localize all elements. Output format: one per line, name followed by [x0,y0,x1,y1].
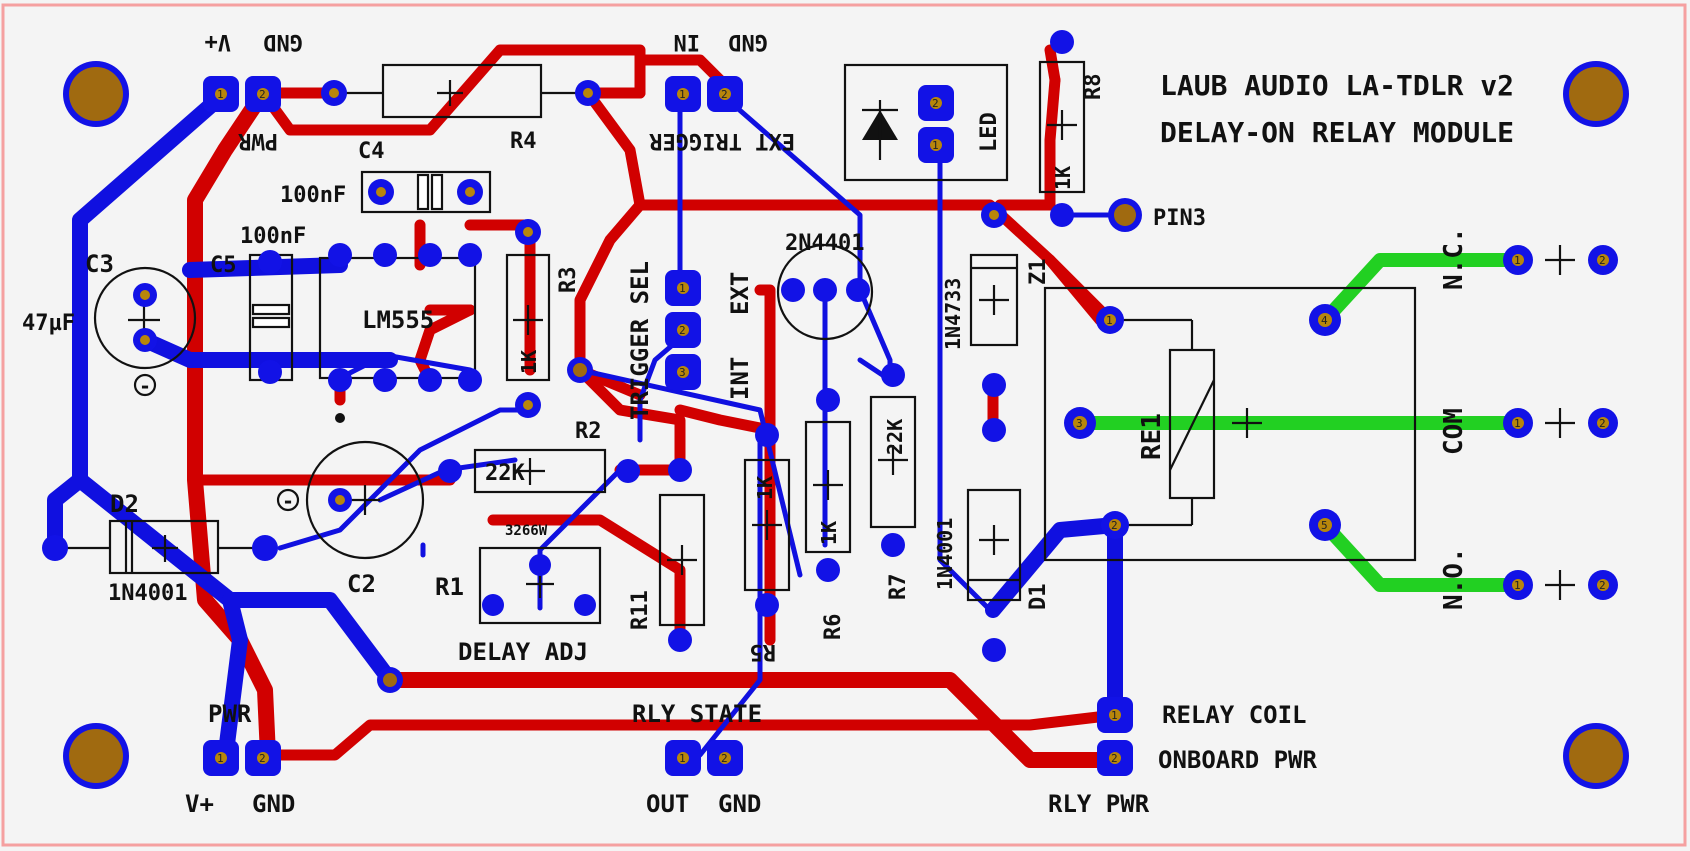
mounting-holes [63,61,1629,789]
label-delay-adj: DELAY ADJ [458,638,588,666]
label-d1-value: 1N4001 [933,518,957,590]
svg-text:4: 4 [1321,314,1328,327]
label-led: LED [977,112,1002,152]
label-c5-value: 100nF [240,224,306,249]
svg-text:2: 2 [259,88,266,101]
label-c2: C2 [347,570,376,598]
label-relay-coil: RELAY COIL [1162,701,1307,729]
label-r8-value: 1K [1051,166,1075,190]
label-d2-value: 1N4001 [108,581,187,606]
label-re1: RE1 [1137,413,1167,460]
svg-text:1: 1 [217,752,224,765]
label-gnd-out: GND [718,790,761,818]
label-c3-value: 47µF [22,311,75,336]
label-ext-trigger: EXT TRIGGER [649,128,795,153]
svg-text:1: 1 [1514,417,1521,430]
label-vplus-top: V+ [205,29,232,54]
label-vplus-bottom: V+ [185,790,214,818]
label-r4: R4 [510,129,537,154]
label-r2-value: 22K [485,461,525,486]
label-d1: D1 [1026,584,1051,611]
svg-text:1: 1 [1514,254,1521,267]
svg-text:2: 2 [1599,579,1606,592]
svg-text:1: 1 [217,88,224,101]
svg-text:1: 1 [1514,579,1521,592]
label-gnd-bottom: GND [252,790,295,818]
label-z1-value: 1N4733 [941,278,965,350]
label-r2: R2 [575,419,602,444]
label-pwr-top: PWR [238,128,278,153]
label-r5-value: 1K [753,476,777,500]
label-in: IN [674,29,701,54]
label-rly-state: RLY STATE [632,700,762,728]
label-out: OUT [646,790,689,818]
label-c4-value: 100nF [280,183,346,208]
title-line1: LAUB AUDIO LA-TDLR v2 [1160,69,1514,102]
svg-text:2: 2 [721,88,728,101]
label-nc: N.C. [1439,227,1469,290]
svg-text:3: 3 [1076,417,1083,430]
label-ic: LM555 [362,306,434,334]
label-onboard-pwr: ONBOARD PWR [1158,746,1317,774]
label-no: N.O. [1439,547,1469,610]
label-r6: R6 [821,614,846,641]
svg-text:2: 2 [1111,519,1118,532]
label-c3: C3 [85,250,114,278]
label-r3-value: 1K [517,350,541,374]
label-rly-pwr: RLY PWR [1048,790,1150,818]
label-r6-value: 1K [817,521,841,545]
label-pwr-bottom: PWR [208,700,252,728]
label-r5: R5 [750,639,777,664]
label-r8: R8 [1081,74,1106,101]
svg-text:2: 2 [259,752,266,765]
label-pin3: PIN3 [1153,206,1206,231]
svg-text:1: 1 [679,282,686,295]
label-ext: EXT [726,272,754,315]
silkscreen-outlines [55,60,1575,627]
svg-text:2: 2 [932,97,939,110]
svg-text:2: 2 [1599,417,1606,430]
label-r7: R7 [886,574,911,601]
label-r1: R1 [435,573,464,601]
label-r7-value: 22K [883,419,907,455]
label-trigger-sel: TRIGGER SEL [626,261,654,420]
pin-numbers: 1 2 1 2 2 1 1 2 3 1 2 1 2 1 2 4 3 5 1 2 1 2 1 2 1 2 [217,88,1606,765]
label-int: INT [726,357,754,400]
label-r3: R3 [556,267,581,294]
label-r1-value: 3266W [505,523,548,539]
silkscreen-labels: LAUB AUDIO LA-TDLR v2 DELAY-ON RELAY MOD… [22,29,1514,818]
label-c5: C5 [210,253,237,278]
svg-text:5: 5 [1321,519,1328,532]
label-com: COM [1439,408,1469,455]
label-c3-minus: - [139,374,151,398]
label-d2: D2 [110,490,139,518]
svg-text:3: 3 [679,366,686,379]
svg-text:1: 1 [679,752,686,765]
label-q1: 2N4401 [785,231,864,256]
label-c2-minus: - [282,489,294,513]
label-gnd-top: GND [263,29,303,54]
svg-text:1: 1 [1106,314,1113,327]
svg-text:2: 2 [679,324,686,337]
svg-text:2: 2 [721,752,728,765]
svg-text:2: 2 [1111,752,1118,765]
bottom-copper-traces [47,85,1123,768]
svg-text:1: 1 [932,139,939,152]
label-z1: Z1 [1026,259,1051,286]
label-c4: C4 [358,139,385,164]
svg-text:1: 1 [1111,709,1118,722]
svg-text:1: 1 [679,88,686,101]
title-line2: DELAY-ON RELAY MODULE [1160,116,1514,149]
pads [42,30,1618,776]
label-gnd-in: GND [728,29,768,54]
relay-contact-traces [1073,253,1527,592]
label-r11: R11 [628,590,653,630]
svg-text:2: 2 [1599,254,1606,267]
